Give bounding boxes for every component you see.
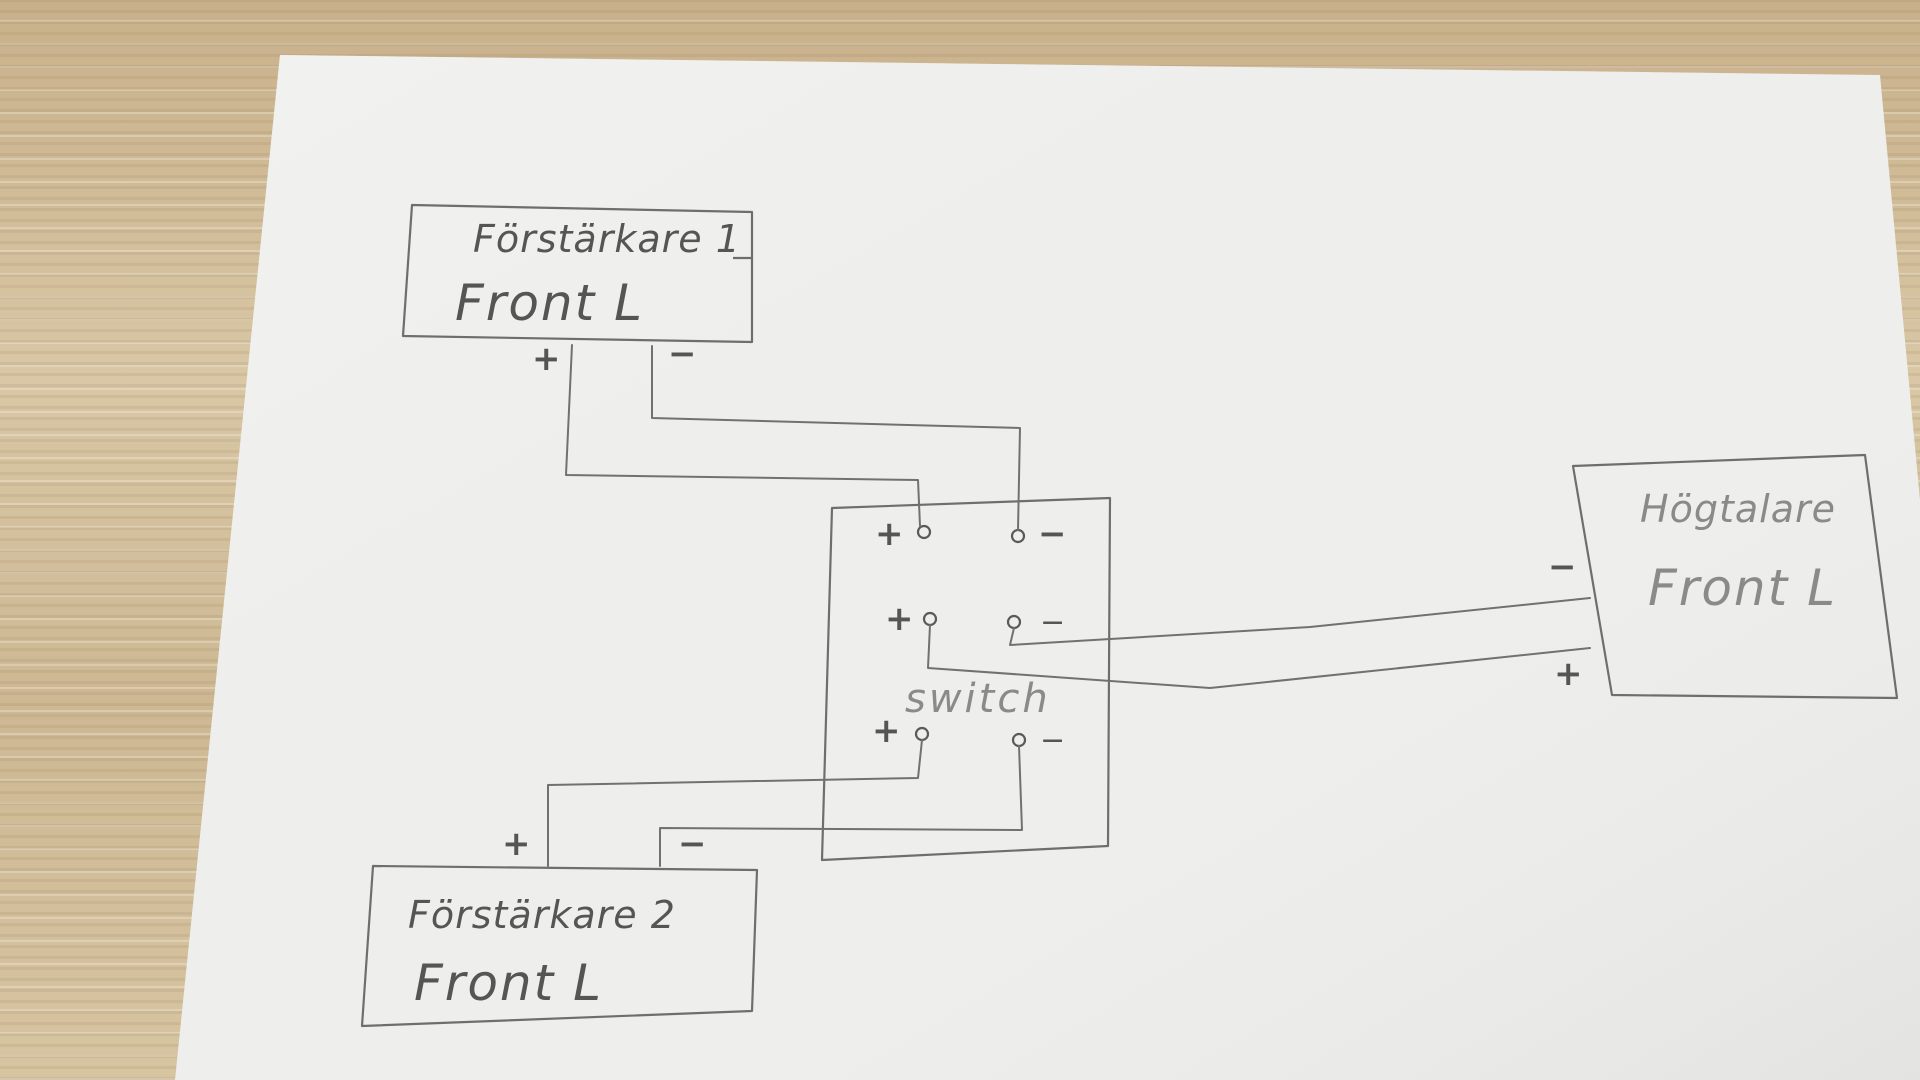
wire-switch-plus-to-amp2 [547, 739, 923, 867]
switch-row2-minus-label: − [1040, 605, 1065, 640]
switch-row1-minus-label: − [1038, 514, 1067, 554]
wire-switch-minus-to-amp2 [659, 745, 1023, 867]
amplifier-1-subtitle: Front L [455, 274, 644, 332]
switch-row3-minus-label: − [1040, 723, 1065, 758]
amplifier-1-minus-label: − [668, 334, 697, 374]
switch-row2-plus-label: + [885, 599, 914, 639]
speaker: Högtalare Front L − + [1548, 453, 1899, 700]
wire-amp1-plus-to-switch [565, 344, 921, 527]
amplifier-2-box [360, 864, 759, 1028]
paper-sheet [175, 55, 1920, 1080]
amplifier-1-title: Förstärkare 1 [473, 217, 741, 261]
amplifier-1-box [401, 203, 754, 344]
switch-box [820, 496, 1112, 862]
amplifier-2: Förstärkare 2 Front L + − [360, 824, 759, 1028]
amplifier-1: Förstärkare 1 Front L + − [401, 203, 754, 379]
switch-row1-plus-terminal [916, 524, 932, 540]
switch-label: switch [905, 676, 1051, 722]
amplifier-2-subtitle: Front L [414, 954, 603, 1012]
amplifier-2-title: Förstärkare 2 [408, 893, 676, 937]
speaker-box [1571, 453, 1899, 700]
wire-switch-minus-to-speaker [1009, 597, 1591, 646]
amplifier-1-plus-label: + [532, 339, 561, 379]
amplifier-2-minus-label: − [678, 824, 707, 864]
wire-amp1-minus-to-switch [651, 345, 1021, 531]
amplifier-2-plus-label: + [502, 824, 531, 864]
speaker-minus-label: − [1548, 547, 1577, 587]
speaker-subtitle: Front L [1648, 559, 1837, 617]
switch-row1-plus-label: + [875, 514, 904, 554]
speaker-title: Högtalare [1640, 487, 1836, 531]
speaker-plus-label: + [1554, 654, 1583, 694]
wires [547, 344, 1591, 867]
switch-row3-plus-label: + [872, 711, 901, 751]
wire-switch-plus-to-speaker [927, 624, 1591, 689]
